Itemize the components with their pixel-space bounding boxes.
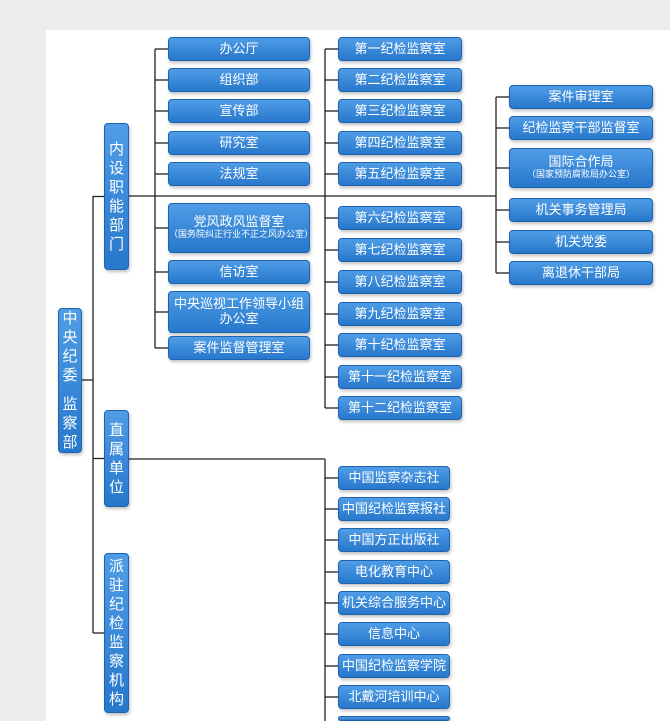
other-department-box-note: （国家预防腐败局办公室） [526,170,635,180]
direct-unit-box-label: 电化教育中心 [354,564,433,580]
internal-department-box: 信访室 [168,260,310,284]
other-department-box-label: 离退休干部局 [541,265,620,281]
internal-department-box-label: 案件监督管理室 [193,340,285,356]
direct-unit-box: 中国纪检监察报社 [338,497,450,521]
inspection-office-box-label: 第二纪检监察室 [354,72,446,88]
inspection-office-box: 第八纪检监察室 [338,270,462,294]
direct-unit-box: 信息中心 [338,622,450,646]
internal-department-box: 研究室 [168,131,310,155]
internal-department-box: 党风政风监督室（国务院纠正行业不正之风办公室） [168,203,314,253]
inspection-office-box: 第十纪检监察室 [338,333,462,357]
inspection-office-box: 第二纪检监察室 [338,68,462,92]
inspection-office-box: 第十二纪检监察室 [338,396,462,420]
direct-unit-box-label: 中国纪检监察报社 [341,501,446,517]
direct-unit-box: 机关综合服务中心 [338,591,450,615]
internal-department-box-label: 中央巡视工作领导小组办公室 [173,297,304,327]
direct-unit-box: 中国方正出版社 [338,528,450,552]
category-internal-departments: 内设职能部门 [104,123,129,270]
other-department-box: 纪检监察干部监督室 [509,116,653,140]
inspection-office-box: 第九纪检监察室 [338,302,462,326]
other-department-box: 机关党委 [509,230,653,254]
direct-unit-box: 电化教育中心 [338,560,450,584]
inspection-office-box: 第一纪检监察室 [338,37,462,61]
other-department-box-label: 机关事务管理局 [535,202,627,218]
inspection-office-box: 第三纪检监察室 [338,99,462,123]
direct-unit-box-label: 中国纪检监察学院 [341,658,446,674]
inspection-office-box-label: 第四纪检监察室 [354,135,446,151]
direct-unit-box-label: 机关综合服务中心 [341,595,446,611]
inspection-office-box-label: 第一纪检监察室 [354,41,446,57]
direct-unit-box-label: 中国方正出版社 [348,532,440,548]
direct-unit-box: 中国监察杂志社 [338,466,450,490]
inspection-office-box-label: 第八纪检监察室 [354,274,446,290]
direct-unit-box-label: 信息中心 [367,626,420,642]
category-stationed-agencies: 派驻纪检监察机构 [104,553,129,713]
other-department-box-label: 国际合作局 [548,155,614,170]
internal-department-box: 法规室 [168,162,310,186]
inspection-office-box: 第七纪检监察室 [338,238,462,262]
root-node: 中央纪委监察部 [58,308,82,453]
cropped-unit-box [338,716,450,721]
category-direct-units: 直属单位 [104,410,129,507]
inspection-office-box-label: 第十一纪检监察室 [347,369,452,385]
other-department-box: 案件审理室 [509,85,653,109]
inspection-office-box-label: 第十二纪检监察室 [347,400,452,416]
inspection-office-box-label: 第九纪检监察室 [354,306,446,322]
internal-department-box-label: 宣传部 [219,103,259,119]
direct-unit-box-label: 北戴河培训中心 [348,689,440,705]
other-department-box-label: 机关党委 [554,234,607,250]
internal-department-box: 中央巡视工作领导小组办公室 [168,291,310,333]
internal-department-box-label: 组织部 [219,72,259,88]
inspection-office-box: 第五纪检监察室 [338,162,462,186]
inspection-office-box-label: 第十纪检监察室 [354,337,446,353]
direct-unit-box: 北戴河培训中心 [338,685,450,709]
internal-department-box: 宣传部 [168,99,310,123]
internal-department-box-label: 法规室 [219,166,259,182]
inspection-office-box-label: 第六纪检监察室 [354,210,446,226]
inspection-office-box: 第四纪检监察室 [338,131,462,155]
internal-department-box-label: 研究室 [219,135,259,151]
internal-department-box: 办公厅 [168,37,310,61]
internal-department-box: 案件监督管理室 [168,336,310,360]
direct-unit-box-label: 中国监察杂志社 [348,470,440,486]
other-department-box: 离退休干部局 [509,261,653,285]
inspection-office-box-label: 第五纪检监察室 [354,166,446,182]
other-department-box: 国际合作局（国家预防腐败局办公室） [509,148,653,188]
inspection-office-box-label: 第三纪检监察室 [354,103,446,119]
other-department-box-label: 纪检监察干部监督室 [522,120,640,136]
inspection-office-box: 第十一纪检监察室 [338,365,462,389]
internal-department-box-label: 信访室 [219,264,259,280]
other-department-box-label: 案件审理室 [548,89,614,105]
inspection-office-box: 第六纪检监察室 [338,206,462,230]
other-department-box: 机关事务管理局 [509,198,653,222]
inspection-office-box-label: 第七纪检监察室 [354,242,446,258]
internal-department-box-note: （国务院纠正行业不正之风办公室） [169,230,314,240]
internal-department-box-label: 党风政风监督室 [193,215,285,230]
internal-department-box-label: 办公厅 [219,41,259,57]
internal-department-box: 组织部 [168,68,310,92]
direct-unit-box: 中国纪检监察学院 [338,654,450,678]
